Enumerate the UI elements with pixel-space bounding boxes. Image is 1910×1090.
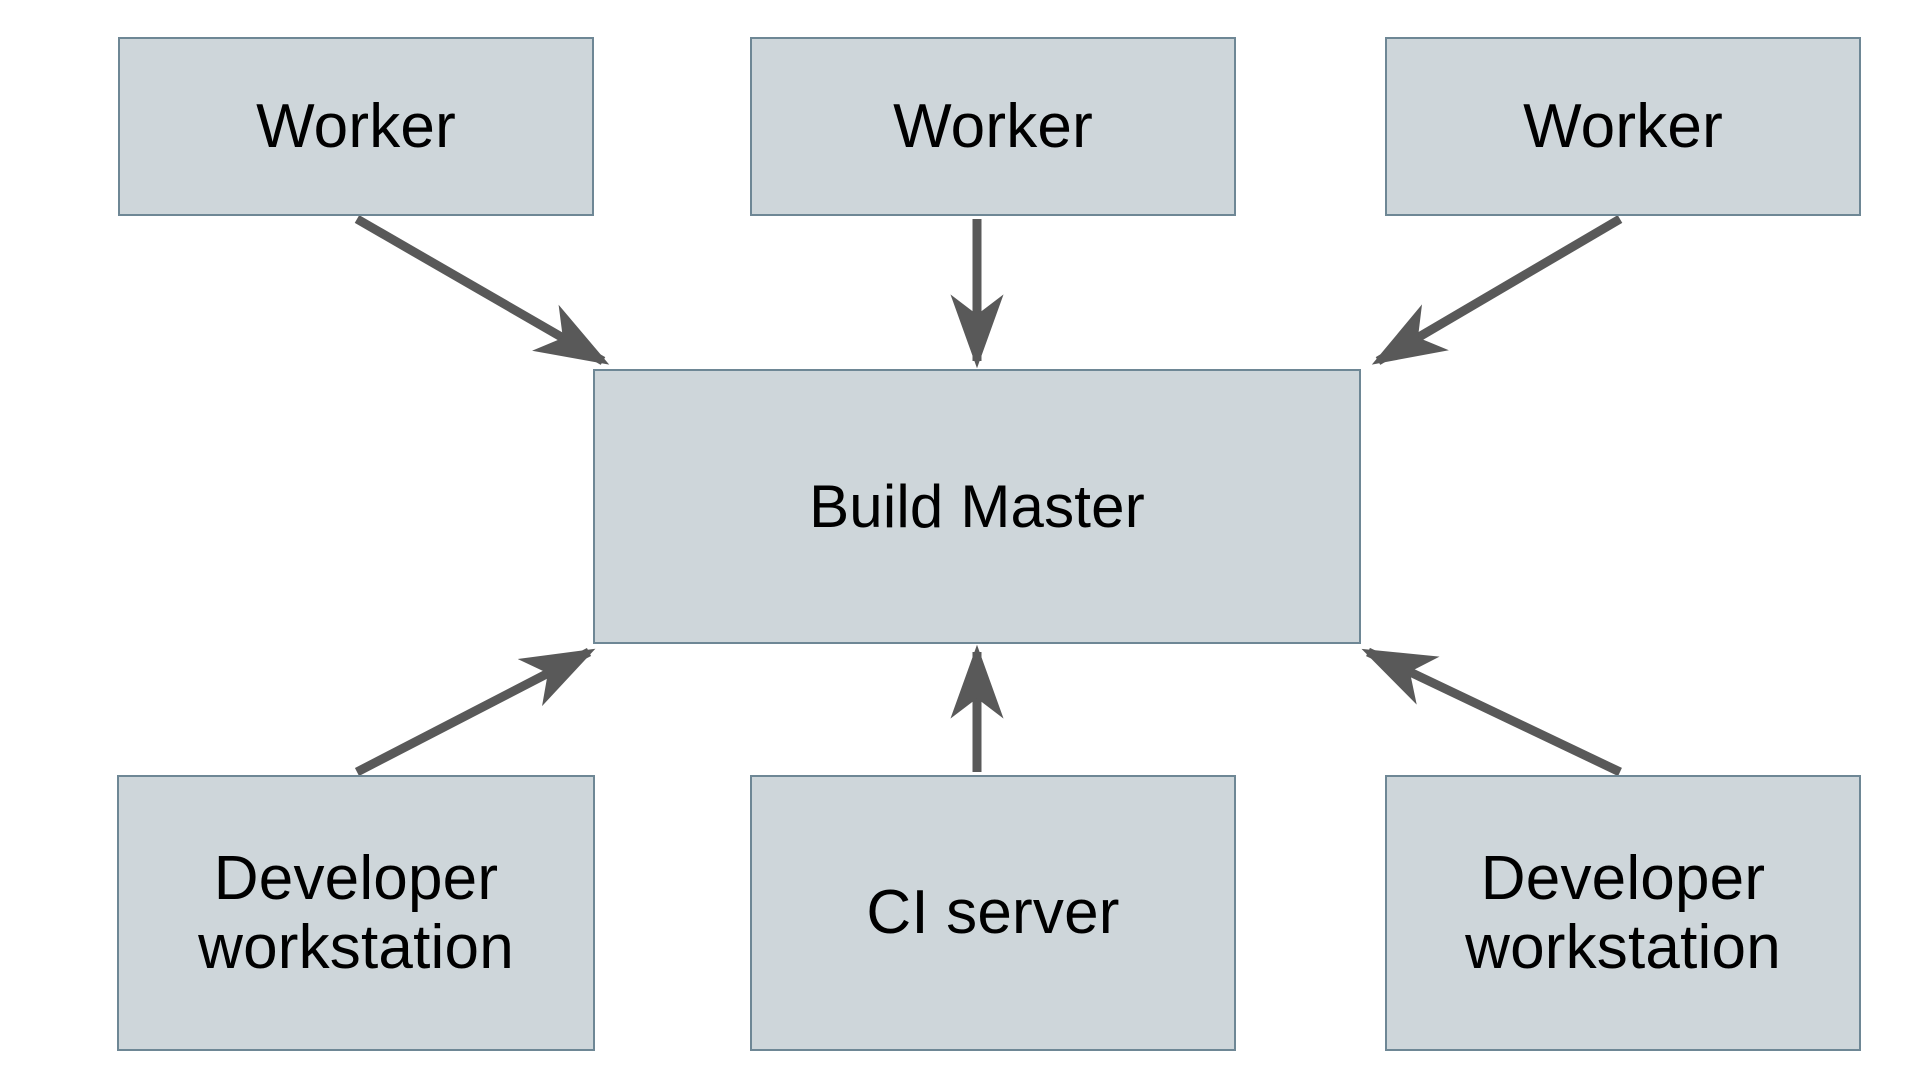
- node-developer-workstation-right[interactable]: Developer workstation: [1385, 775, 1861, 1051]
- node-developer-workstation-left[interactable]: Developer workstation: [117, 775, 595, 1051]
- node-worker-right[interactable]: Worker: [1385, 37, 1861, 216]
- node-ci-server-label: CI server: [866, 878, 1120, 948]
- node-worker-center[interactable]: Worker: [750, 37, 1236, 216]
- node-worker-left-label: Worker: [256, 91, 456, 161]
- edge-dev-left-to-master: [354, 648, 596, 776]
- node-build-master[interactable]: Build Master: [593, 369, 1361, 644]
- node-worker-left[interactable]: Worker: [118, 37, 594, 216]
- node-build-master-label: Build Master: [809, 472, 1145, 540]
- node-worker-center-label: Worker: [893, 91, 1093, 161]
- node-worker-right-label: Worker: [1523, 91, 1723, 161]
- node-developer-workstation-left-label: Developer workstation: [198, 843, 514, 982]
- edge-worker-left-to-master: [354, 215, 610, 365]
- edge-worker-right-to-master: [1371, 215, 1623, 365]
- node-ci-server[interactable]: CI server: [750, 775, 1236, 1051]
- edge-dev-right-to-master: [1361, 647, 1622, 777]
- node-developer-workstation-right-label: Developer workstation: [1465, 843, 1781, 982]
